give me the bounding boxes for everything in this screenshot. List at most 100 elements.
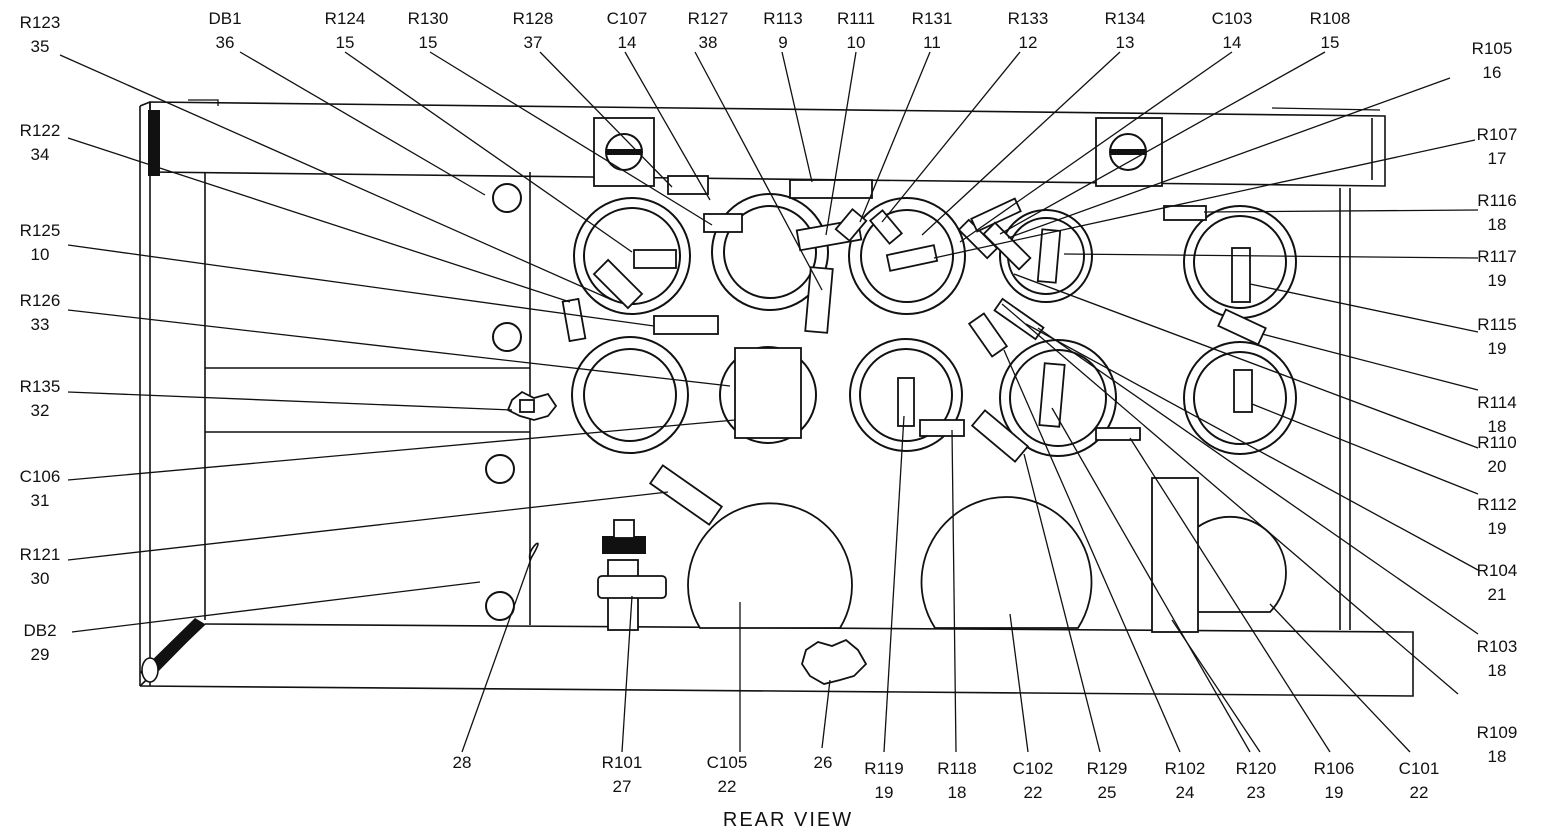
callout-r109: R109 18: [1477, 723, 1518, 766]
callout-ref: C102: [1013, 759, 1054, 778]
callout-ref: R104: [1477, 561, 1518, 580]
diagram-caption: REAR VIEW: [723, 809, 853, 831]
callout-ref: R109: [1477, 723, 1518, 742]
callout-ref: C105: [707, 753, 748, 772]
callout-r116: R116 18: [1477, 191, 1516, 234]
callout-ref: R130: [408, 9, 449, 28]
callout-number: 15: [1321, 33, 1340, 52]
callout-number: 15: [419, 33, 438, 52]
callout-r133: R133 12: [1008, 9, 1049, 52]
callout-number: 26: [814, 753, 833, 772]
callout-ref: R103: [1477, 637, 1518, 656]
callout-ref: R121: [20, 545, 61, 564]
callout-number: 19: [875, 783, 894, 802]
callout-n28: 28: [453, 753, 472, 772]
mounting-screw-right: [1095, 117, 1163, 187]
callout-number: 10: [847, 33, 866, 52]
callout-ref: R116: [1477, 191, 1516, 210]
callout-number: 35: [31, 37, 50, 56]
callout-ref: R105: [1472, 39, 1513, 58]
callout-r124: R124 15: [325, 9, 366, 52]
callout-number: 18: [1488, 215, 1507, 234]
mounting-screw-left: [593, 117, 655, 187]
callout-ref: C107: [607, 9, 648, 28]
callout-number: 17: [1488, 149, 1507, 168]
callout-ref: R113: [763, 9, 802, 28]
callout-number: 12: [1019, 33, 1038, 52]
callout-c107: C107 14: [607, 9, 648, 52]
callout-r119: R119 19: [864, 759, 903, 802]
callout-number: 18: [1488, 747, 1507, 766]
callout-number: 27: [613, 777, 632, 796]
callout-ref: R129: [1087, 759, 1128, 778]
callout-labels: R12335DB136R12415R13015R12837C10714R1273…: [20, 9, 1518, 802]
callout-number: 11: [923, 33, 941, 52]
callout-number: 37: [524, 33, 543, 52]
callout-ref: R124: [325, 9, 366, 28]
callout-number: 21: [1488, 585, 1507, 604]
callout-ref: R119: [864, 759, 903, 778]
callout-number: 23: [1247, 783, 1266, 802]
callout-number: 19: [1325, 783, 1344, 802]
callout-n26: 26: [814, 753, 833, 772]
callout-number: 25: [1098, 783, 1117, 802]
callout-number: 29: [31, 645, 50, 664]
callout-ref: R127: [688, 9, 729, 28]
callout-r130: R130 15: [408, 9, 449, 52]
callout-ref: R131: [912, 9, 953, 28]
callout-r121: R121 30: [20, 545, 61, 588]
callout-number: 18: [948, 783, 967, 802]
callout-number: 19: [1488, 271, 1507, 290]
callout-number: 15: [336, 33, 355, 52]
callout-r129: R129 25: [1087, 759, 1128, 802]
large-capacitors: [687, 477, 1287, 633]
callout-ref: R117: [1477, 247, 1516, 266]
leader-lines: [59, 51, 1479, 753]
callout-ref: R118: [937, 759, 976, 778]
callout-r128: R128 37: [513, 9, 554, 52]
callout-ref: R126: [20, 291, 61, 310]
callout-ref: R101: [602, 753, 643, 772]
callout-ref: R112: [1477, 495, 1516, 514]
callout-r101: R101 27: [602, 753, 643, 796]
callout-ref: R108: [1310, 9, 1351, 28]
callout-ref: R122: [20, 121, 61, 140]
panel-holes: [485, 183, 522, 621]
callout-number: 10: [31, 245, 50, 264]
callout-ref: R115: [1477, 315, 1516, 334]
callout-number: 24: [1176, 783, 1195, 802]
callout-ref: R110: [1477, 433, 1516, 452]
callout-ref: R114: [1477, 393, 1516, 412]
callout-number: 9: [778, 33, 787, 52]
callout-number: 14: [618, 33, 637, 52]
callout-r117: R117 19: [1477, 247, 1516, 290]
callout-number: 31: [31, 491, 50, 510]
callout-ref: R128: [513, 9, 554, 28]
callout-ref: R107: [1477, 125, 1518, 144]
callout-number: 30: [31, 569, 50, 588]
callout-number: 19: [1488, 519, 1507, 538]
callout-number: 36: [216, 33, 235, 52]
callout-r118: R118 18: [937, 759, 976, 802]
callout-ref: R133: [1008, 9, 1049, 28]
callout-number: 13: [1116, 33, 1135, 52]
